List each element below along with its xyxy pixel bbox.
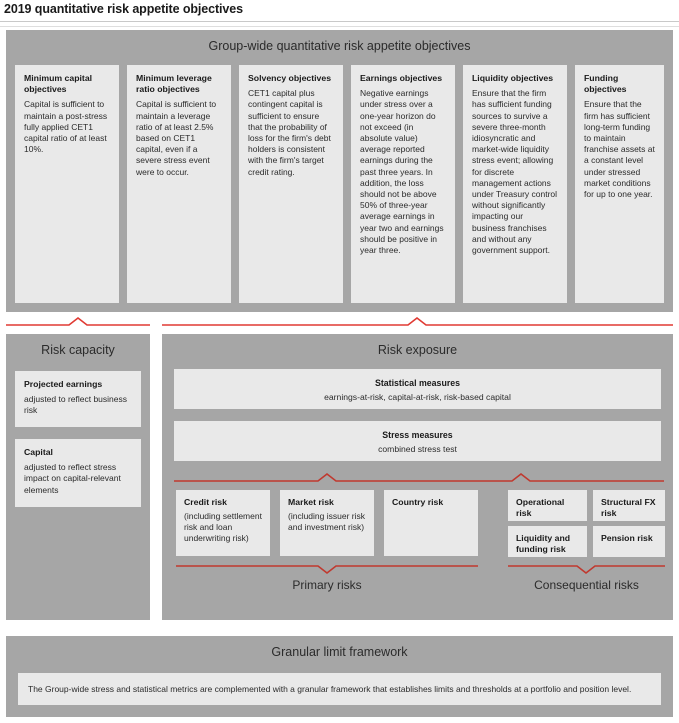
title-divider-secondary	[0, 26, 679, 27]
objective-card-title: Solvency objectives	[248, 73, 332, 83]
capacity-card-body: adjusted to reflect business risk	[24, 394, 128, 416]
objective-card-body: Capital is sufficient to maintain a post…	[24, 99, 108, 155]
objective-card-title: Minimum leverage ratio objectives	[136, 73, 212, 95]
risk-capacity-heading: Risk capacity	[41, 343, 115, 357]
risk-card-structural-fx-risk: Structural FX risk	[593, 490, 665, 521]
granular-limit-heading: Granular limit framework	[271, 645, 408, 659]
risk-card-market-risk: Market risk (including issuer risk and i…	[280, 490, 374, 556]
objectives-panel: Group-wide quantitative risk appetite ob…	[6, 30, 673, 312]
granular-limit-panel: Granular limit framework The Group-wide …	[6, 636, 673, 717]
measure-band-stress: Stress measures combined stress test	[174, 421, 661, 461]
objective-card-body: CET1 capital plus contingent capital is …	[248, 88, 331, 177]
objective-card-title: Earnings objectives	[360, 73, 443, 83]
risk-card-liquidity-and-funding-risk: Liquidity and funding risk	[508, 526, 587, 557]
objective-card-minimum-capital: Minimum capital objectives Capital is su…	[15, 65, 119, 303]
page-title: 2019 quantitative risk appetite objectiv…	[4, 2, 243, 16]
consequential-risks-label: Consequential risks	[534, 578, 639, 592]
risk-card-title: Structural FX risk	[601, 497, 656, 518]
objective-card-liquidity: Liquidity objectives Ensure that the fir…	[463, 65, 567, 303]
measure-subtitle: combined stress test	[378, 444, 457, 454]
risk-exposure-heading: Risk exposure	[377, 343, 458, 357]
granular-limit-text: The Group-wide stress and statistical me…	[28, 683, 632, 694]
objective-card-minimum-leverage-ratio: Minimum leverage ratio objectives Capita…	[127, 65, 231, 303]
capacity-card-capital: Capital adjusted to reflect stress impac…	[15, 439, 141, 507]
risk-card-title: Operational risk	[516, 497, 565, 518]
measure-title: Stress measures	[382, 430, 453, 440]
granular-limit-card: The Group-wide stress and statistical me…	[18, 673, 661, 705]
risk-exposure-panel: Risk exposure Statistical measures earni…	[162, 334, 673, 620]
objective-card-body: Ensure that the firm has sufficient fund…	[472, 88, 558, 256]
objective-card-solvency: Solvency objectives CET1 capital plus co…	[239, 65, 343, 303]
objectives-heading: Group-wide quantitative risk appetite ob…	[208, 39, 471, 53]
title-divider	[0, 21, 679, 22]
measure-subtitle: earnings-at-risk, capital-at-risk, risk-…	[324, 392, 511, 402]
objective-card-title: Minimum capital objectives	[24, 73, 93, 95]
connector-risk-groups-top	[168, 472, 667, 484]
objective-card-body: Negative earnings under stress over a on…	[360, 88, 444, 256]
connector-consequential-risks-bottom	[508, 564, 665, 576]
risk-card-pension-risk: Pension risk	[593, 526, 665, 557]
risk-card-body: (including issuer risk and investment ri…	[288, 511, 365, 532]
capacity-card-body: adjusted to reflect stress impact on cap…	[24, 462, 121, 495]
measure-title: Statistical measures	[374, 378, 461, 388]
risk-card-title: Pension risk	[601, 533, 653, 543]
risk-card-country-risk: Country risk	[384, 490, 478, 556]
measure-band-statistical: Statistical measures earnings-at-risk, c…	[174, 369, 661, 409]
risk-card-title: Country risk	[392, 497, 444, 507]
risk-card-title: Liquidity and funding risk	[516, 533, 571, 554]
objective-card-body: Ensure that the firm has sufficient long…	[584, 99, 655, 200]
capacity-card-title: Capital	[24, 447, 53, 457]
risk-card-operational-risk: Operational risk	[508, 490, 587, 521]
connector-risk-exposure	[162, 316, 673, 328]
objective-card-funding: Funding objectives Ensure that the firm …	[575, 65, 664, 303]
capacity-card-projected-earnings: Projected earnings adjusted to reflect b…	[15, 371, 141, 427]
objective-card-body: Capital is sufficient to maintain a leve…	[136, 99, 217, 177]
risk-card-body: (including settlement risk and loan unde…	[184, 511, 262, 543]
connector-risk-capacity	[6, 316, 150, 328]
risk-card-credit-risk: Credit risk (including settlement risk a…	[176, 490, 270, 556]
objective-card-title: Funding objectives	[584, 73, 627, 95]
primary-risks-label: Primary risks	[292, 578, 362, 592]
risk-card-title: Market risk	[288, 497, 334, 507]
risk-capacity-panel: Risk capacity Projected earnings adjuste…	[6, 334, 150, 620]
capacity-card-title: Projected earnings	[24, 379, 103, 389]
objective-card-earnings: Earnings objectives Negative earnings un…	[351, 65, 455, 303]
risk-card-title: Credit risk	[184, 497, 227, 507]
objective-card-title: Liquidity objectives	[472, 73, 554, 83]
connector-primary-risks-bottom	[176, 564, 478, 576]
